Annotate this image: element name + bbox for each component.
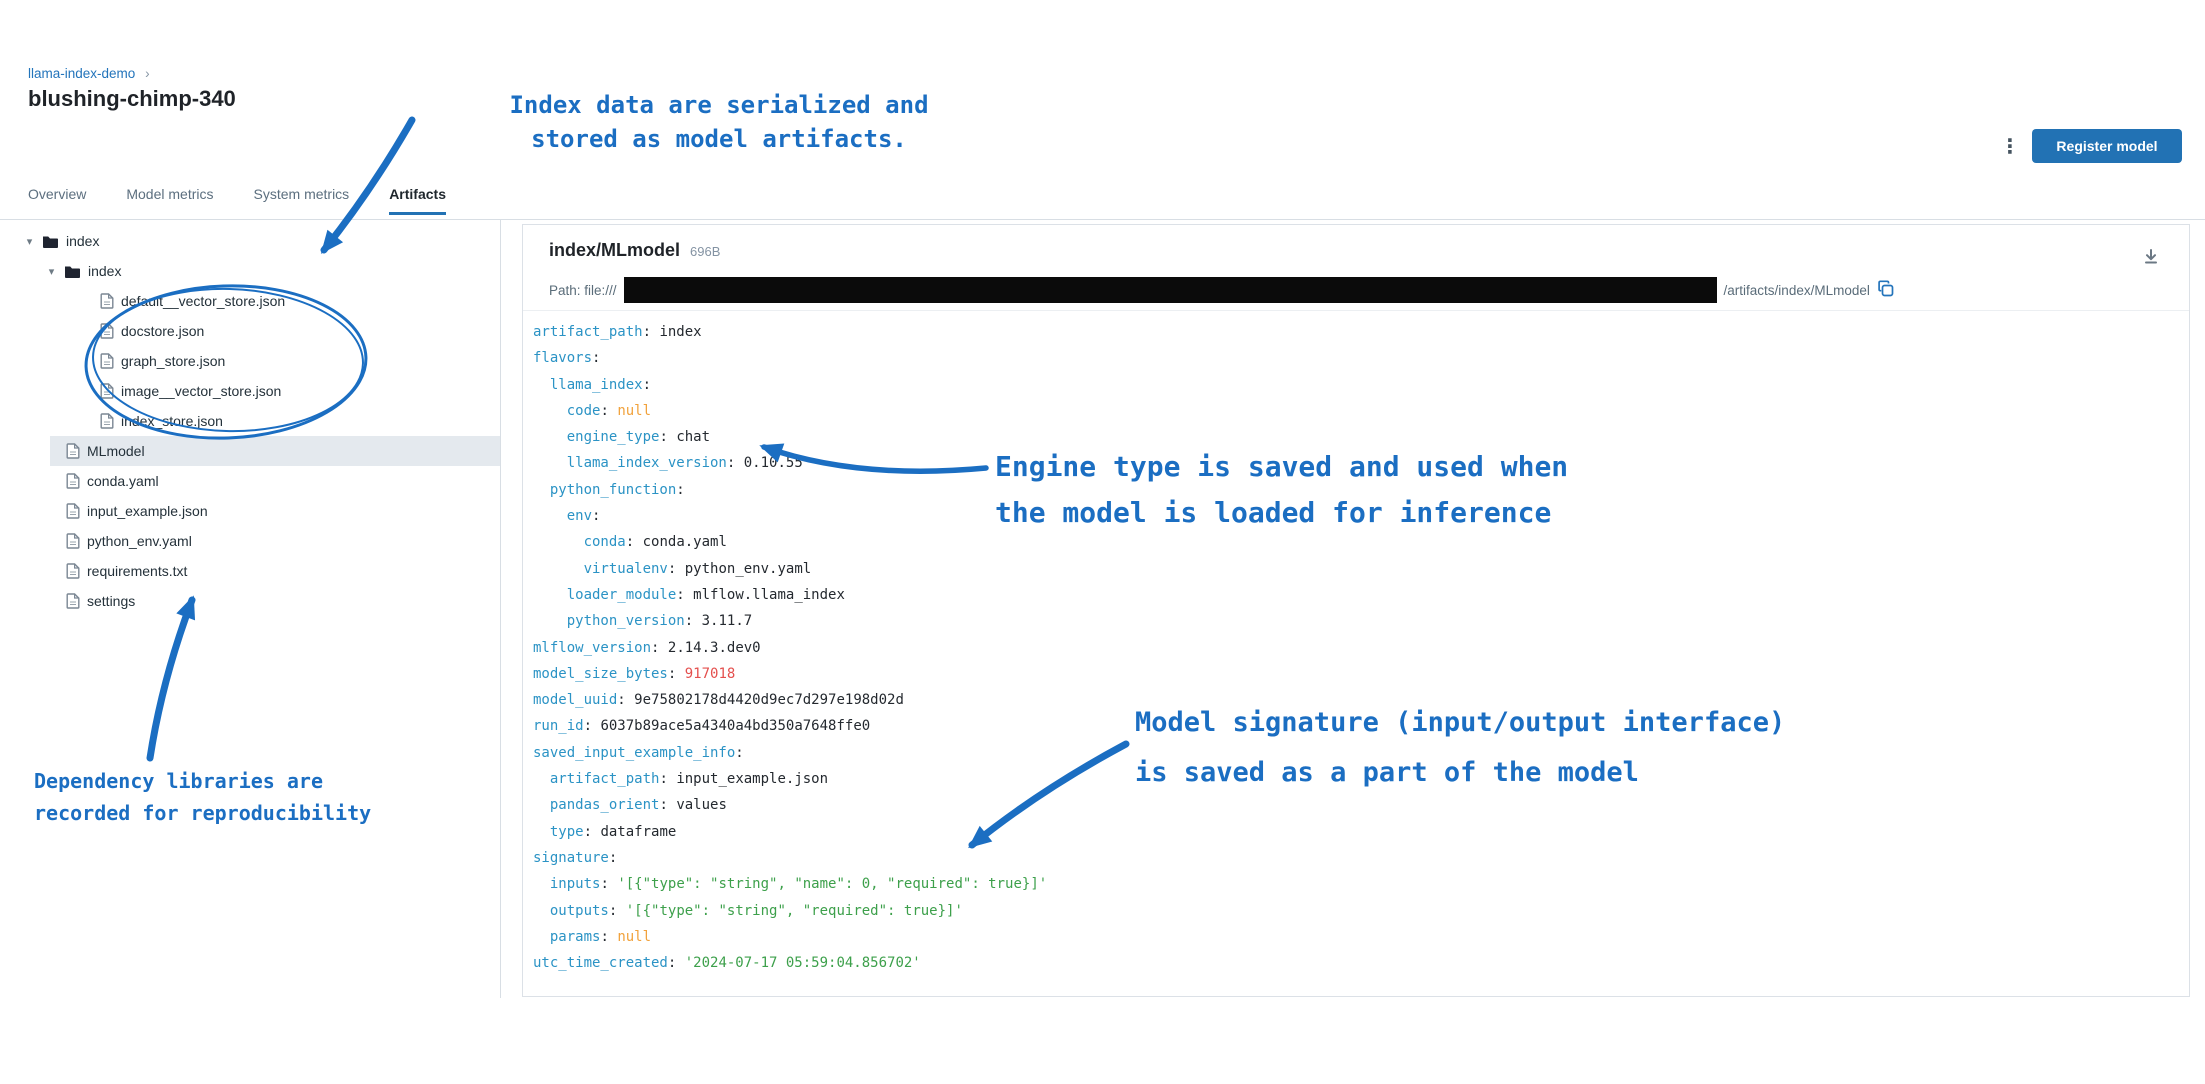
tree-item-graph-store-json[interactable]: graph_store.json (0, 346, 500, 376)
tree-item-mlmodel[interactable]: MLmodel (0, 436, 500, 466)
yaml-line-python-version: python_version: 3.11.7 (566, 613, 753, 630)
annotation-model-signature: Model signature (input/output interface)… (1135, 707, 1786, 788)
artifact-viewer-panel: index/MLmodel 696B Path: file:/// /artif… (522, 224, 2190, 997)
tree-item-image-vector-store-json[interactable]: image__vector_store.json (0, 376, 500, 406)
tree-item-label: default__vector_store.json (121, 293, 286, 309)
file-icon (100, 383, 114, 399)
breadcrumb-separator: › (145, 66, 150, 81)
tab-artifacts[interactable]: Artifacts (389, 186, 446, 215)
tree-item-label: MLmodel (87, 443, 145, 459)
yaml-line-model-uuid: model_uuid: 9e75802178d4420d9ec7d297e198… (533, 692, 904, 709)
tree-item-label: index (88, 263, 122, 279)
tree-item-label: input_example.json (87, 503, 208, 519)
yaml-line-model-size-bytes: model_size_bytes: 917018 (533, 665, 736, 682)
copy-path-icon[interactable] (1877, 280, 1894, 300)
tree-item-input-example-json[interactable]: input_example.json (0, 496, 500, 526)
annotation-engine-type: Engine type is saved and used when the m… (995, 450, 1569, 529)
yaml-line-outputs: outputs: '[{"type": "string", "required"… (549, 902, 963, 919)
yaml-line-params: params: null (549, 928, 652, 945)
yaml-line-llama-index: llama_index: (549, 376, 652, 393)
caret-down-icon: ▾ (48, 265, 55, 278)
artifact-title: index/MLmodel (549, 240, 681, 260)
page-title: blushing-chimp-340 (28, 86, 236, 111)
folder-icon (65, 266, 80, 278)
tree-item-label: docstore.json (121, 323, 205, 339)
tab-overview[interactable]: Overview (28, 186, 87, 202)
artifact-path: Path: file:/// /artifacts/index/MLmodel (549, 277, 1894, 303)
yaml-line-signature: signature: (533, 849, 618, 866)
tab-model-metrics[interactable]: Model metrics (126, 186, 214, 202)
artifact-header: index/MLmodel 696B Path: file:/// /artif… (523, 225, 2189, 311)
yaml-line-loader-module: loader_module: mlflow.llama_index (566, 586, 845, 603)
file-icon (100, 323, 114, 339)
yaml-line-flavors: flavors: (533, 350, 601, 367)
file-icon (66, 563, 80, 579)
tree-item-index[interactable]: ▾ index (0, 226, 500, 256)
file-icon (66, 503, 80, 519)
tree-item-label: index (66, 233, 100, 249)
yaml-line-artifact-path: artifact_path: input_example.json (549, 771, 829, 788)
yaml-line-conda: conda: conda.yaml (583, 534, 727, 551)
tree-item-label: python_env.yaml (87, 533, 192, 549)
tree-item-settings[interactable]: settings (0, 586, 500, 616)
tree-item-requirements-txt[interactable]: requirements.txt (0, 556, 500, 586)
tree-item-label: conda.yaml (87, 473, 159, 489)
path-prefix: Path: file:/// (549, 282, 617, 298)
yaml-line-utc-time-created: utc_time_created: '2024-07-17 05:59:04.8… (533, 955, 921, 972)
tree-item-index[interactable]: ▾ index (0, 256, 500, 286)
file-icon (66, 443, 80, 459)
caret-down-icon: ▾ (26, 235, 33, 248)
folder-icon (43, 236, 58, 248)
yaml-line-artifact-path: artifact_path: index (533, 324, 702, 340)
tree-item-label: index_store.json (121, 413, 223, 429)
path-redaction-bar (623, 277, 1717, 303)
tree-item-label: graph_store.json (121, 353, 226, 369)
yaml-line-engine-type: engine_type: chat (566, 429, 711, 446)
sidebar-divider[interactable] (500, 220, 501, 998)
yaml-line-env: env: (566, 508, 601, 525)
tab-system-metrics[interactable]: System metrics (253, 186, 350, 202)
tab-bar: Overview Model metrics System metrics Artif… (28, 186, 446, 215)
file-icon (100, 413, 114, 429)
tab-bar-divider (0, 219, 2205, 220)
yaml-line-type: type: dataframe (549, 823, 677, 840)
tree-item-docstore-json[interactable]: docstore.json (0, 316, 500, 346)
tree-item-label: settings (87, 593, 136, 609)
annotation-dependency-libraries: Dependency libraries are recorded for re… (34, 769, 372, 825)
tree-item-default-vector-store-json[interactable]: default__vector_store.json (0, 286, 500, 316)
tree-item-label: image__vector_store.json (121, 383, 282, 399)
yaml-line-virtualenv: virtualenv: python_env.yaml (583, 560, 812, 577)
mlmodel-yaml-content: artifact_path: index flavors: llama_index… (523, 311, 2189, 984)
breadcrumb: llama-index-demo › (28, 66, 150, 81)
kebab-menu-icon[interactable]: ⋮ (2000, 136, 2020, 158)
path-suffix: /artifacts/index/MLmodel (1723, 282, 1870, 298)
annotation-index-data: Index data are serialized and stored as … (509, 91, 929, 153)
download-icon[interactable] (2141, 247, 2161, 272)
tree-item-label: requirements.txt (87, 563, 188, 579)
register-model-button[interactable]: Register model (2032, 129, 2182, 163)
tree-item-python-env-yaml[interactable]: python_env.yaml (0, 526, 500, 556)
yaml-line-code: code: null (566, 402, 652, 419)
file-icon (66, 593, 80, 609)
yaml-line-run-id: run_id: 6037b89ace5a4340a4bd350a7648ffe0 (533, 718, 871, 735)
arrow-dependencies (146, 595, 196, 762)
breadcrumb-experiment-link[interactable]: llama-index-demo (28, 66, 136, 81)
yaml-line-python-function: python_function: (549, 481, 685, 498)
file-icon (100, 293, 114, 309)
tree-item-conda-yaml[interactable]: conda.yaml (0, 466, 500, 496)
file-icon (66, 473, 80, 489)
file-icon (100, 353, 114, 369)
yaml-line-mlflow-version: mlflow_version: 2.14.3.dev0 (533, 639, 761, 656)
file-icon (66, 533, 80, 549)
yaml-line-pandas-orient: pandas_orient: values (549, 797, 727, 814)
yaml-line-inputs: inputs: '[{"type": "string", "name": 0, … (549, 876, 1048, 893)
tree-item-index-store-json[interactable]: index_store.json (0, 406, 500, 436)
artifact-size-badge: 696B (690, 244, 721, 259)
yaml-line-saved-input-example-info: saved_input_example_info: (533, 744, 744, 761)
